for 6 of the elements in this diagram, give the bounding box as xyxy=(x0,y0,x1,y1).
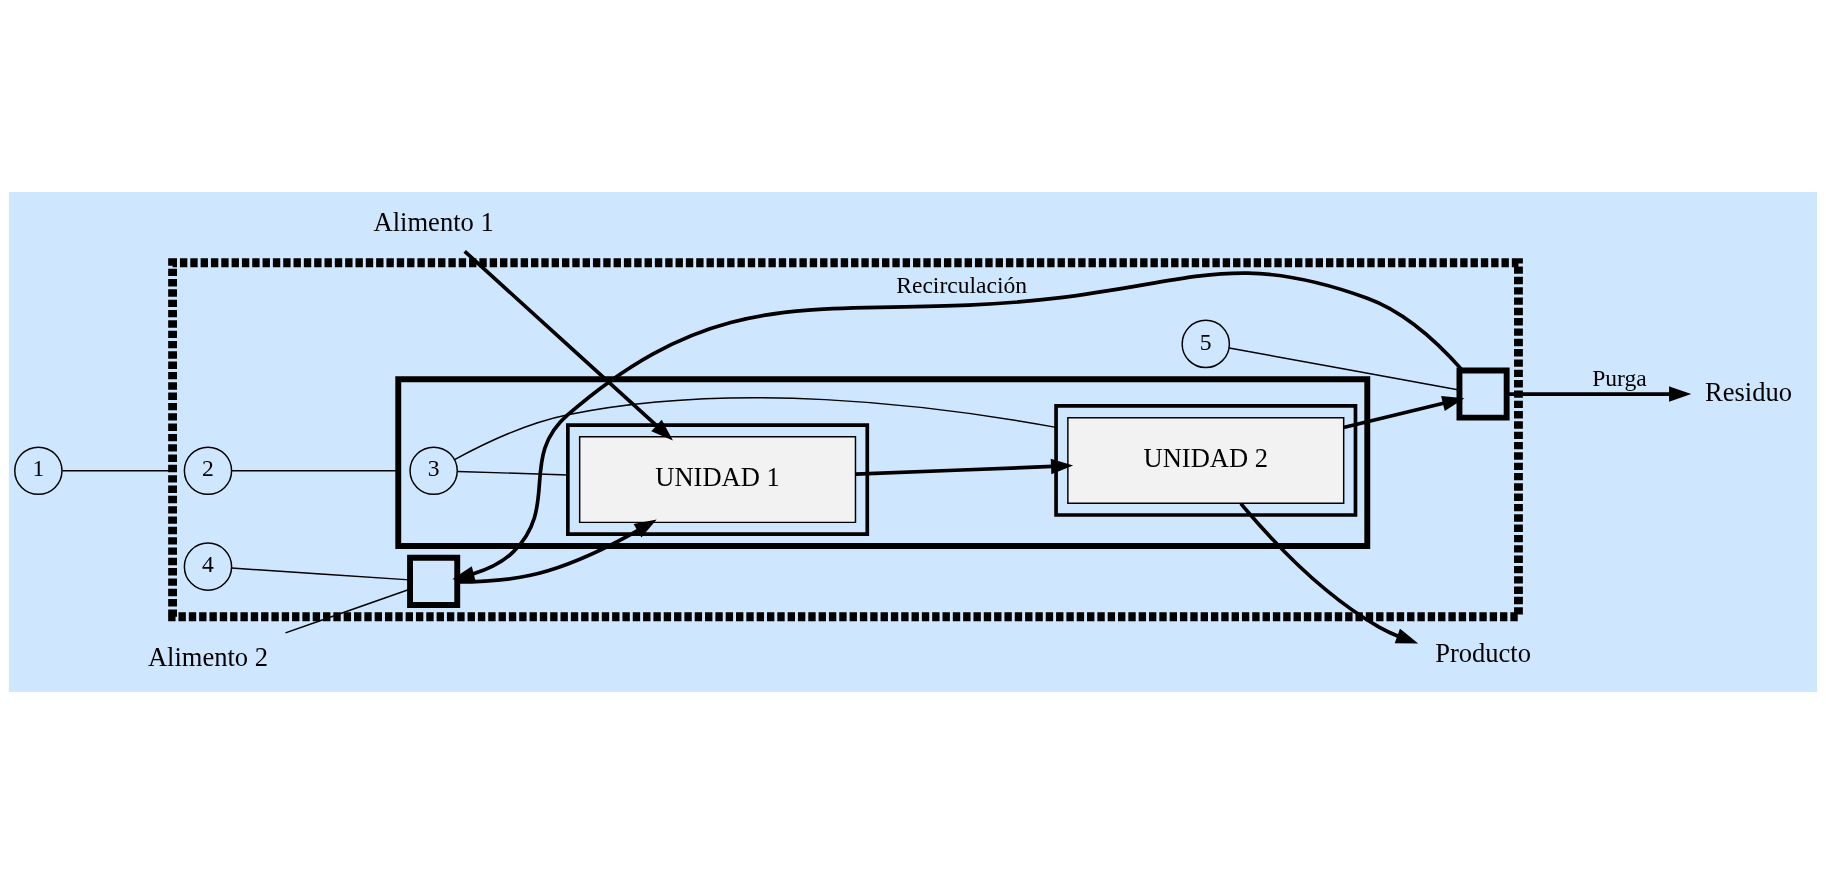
node-text: Alimento 2 xyxy=(147,642,269,673)
node-text: Residuo xyxy=(1705,376,1793,407)
edge-label: Purga xyxy=(1592,365,1647,392)
node-text: Alimento 1 xyxy=(373,206,494,237)
node-text: Producto xyxy=(1435,637,1531,668)
edge-label: Recirculación xyxy=(896,272,1028,299)
